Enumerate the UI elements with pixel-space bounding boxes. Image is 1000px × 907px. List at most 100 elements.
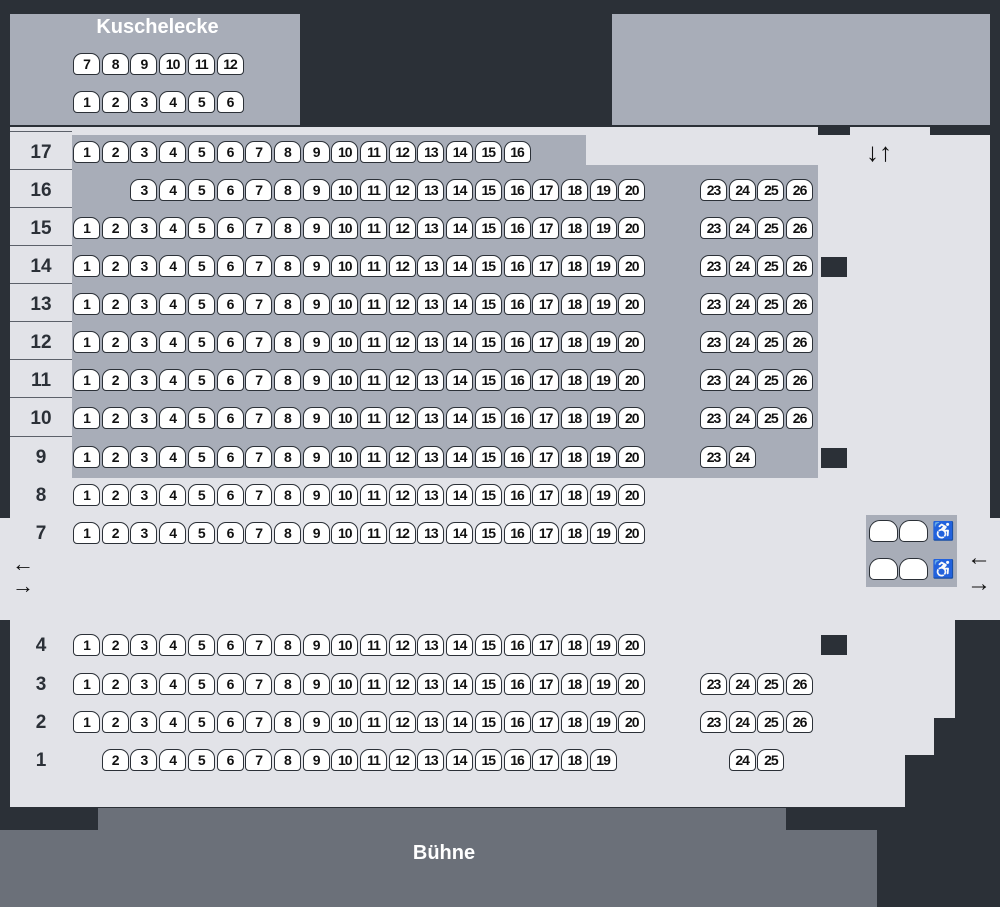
seat[interactable]: 6	[216, 369, 244, 391]
seat[interactable]: 12	[388, 217, 416, 239]
seat[interactable]: 25	[757, 369, 785, 391]
seat[interactable]: 6	[216, 91, 244, 113]
seat[interactable]: 12	[388, 634, 416, 656]
seat[interactable]: 8	[273, 673, 301, 695]
seat[interactable]: 17	[532, 293, 560, 315]
seat[interactable]: 13	[417, 179, 445, 201]
seat[interactable]: 26	[786, 673, 814, 695]
seat[interactable]: 18	[560, 484, 588, 506]
seat[interactable]: 20	[618, 407, 646, 429]
seat[interactable]: 20	[618, 634, 646, 656]
seat[interactable]: 7	[245, 179, 273, 201]
seat[interactable]: 20	[618, 179, 646, 201]
seat[interactable]: 15	[474, 711, 502, 733]
seat[interactable]: 1	[73, 369, 100, 391]
seat[interactable]: 14	[446, 484, 474, 506]
seat[interactable]: 11	[187, 53, 215, 75]
seat[interactable]: 14	[446, 255, 474, 277]
seat[interactable]: 5	[187, 711, 215, 733]
seat[interactable]: 5	[187, 91, 215, 113]
seat[interactable]: 23	[700, 293, 727, 315]
seat[interactable]: 6	[216, 522, 244, 544]
seat[interactable]: 26	[786, 407, 814, 429]
seat[interactable]: 13	[417, 369, 445, 391]
seat[interactable]: 16	[503, 634, 531, 656]
seat[interactable]: 1	[73, 293, 100, 315]
seat[interactable]: 7	[73, 53, 100, 75]
seat[interactable]: 19	[589, 369, 617, 391]
seat[interactable]: 11	[360, 255, 387, 277]
seat[interactable]: 18	[560, 711, 588, 733]
seat[interactable]: 12	[388, 255, 416, 277]
seat[interactable]: 18	[560, 634, 588, 656]
seat[interactable]: 2	[101, 484, 129, 506]
seat[interactable]: 1	[73, 634, 100, 656]
seat[interactable]: 10	[331, 141, 359, 163]
seat[interactable]: 1	[73, 331, 100, 353]
seat[interactable]: 7	[245, 293, 273, 315]
seat[interactable]: 14	[446, 522, 474, 544]
seat[interactable]: 9	[302, 179, 330, 201]
seat[interactable]: 1	[73, 484, 100, 506]
seat[interactable]: 4	[159, 369, 187, 391]
seat[interactable]: 20	[618, 331, 646, 353]
seat[interactable]: 1	[73, 255, 100, 277]
seat[interactable]: 3	[130, 331, 158, 353]
seat[interactable]: 4	[159, 293, 187, 315]
seat[interactable]: 9	[302, 141, 330, 163]
seat[interactable]: 6	[216, 484, 244, 506]
seat[interactable]: 23	[700, 446, 727, 468]
seat[interactable]: 15	[474, 446, 502, 468]
seat[interactable]: 19	[589, 634, 617, 656]
seat[interactable]: 11	[360, 407, 387, 429]
seat[interactable]: 4	[159, 91, 187, 113]
seat[interactable]: 9	[302, 446, 330, 468]
seat[interactable]: 23	[700, 179, 727, 201]
seat[interactable]: 12	[388, 141, 416, 163]
seat[interactable]: 23	[700, 407, 727, 429]
seat[interactable]: 1	[73, 446, 100, 468]
seat[interactable]: 4	[159, 446, 187, 468]
seat[interactable]: 1	[73, 673, 100, 695]
seat[interactable]: 18	[560, 255, 588, 277]
seat[interactable]: 15	[474, 673, 502, 695]
seat[interactable]: 12	[388, 522, 416, 544]
seat[interactable]: 12	[388, 179, 416, 201]
seat[interactable]: 17	[532, 331, 560, 353]
seat[interactable]: 19	[589, 255, 617, 277]
seat[interactable]: 12	[388, 331, 416, 353]
seat[interactable]: 12	[388, 749, 416, 771]
seat[interactable]: 8	[273, 634, 301, 656]
seat[interactable]: 4	[159, 407, 187, 429]
seat[interactable]: 8	[273, 369, 301, 391]
seat[interactable]: 15	[474, 522, 502, 544]
seat[interactable]: 12	[388, 446, 416, 468]
seat[interactable]: 9	[302, 749, 330, 771]
seat[interactable]: 8	[273, 141, 301, 163]
seat[interactable]: 15	[474, 484, 502, 506]
seat[interactable]: 7	[245, 484, 273, 506]
seat[interactable]: 8	[273, 217, 301, 239]
seat[interactable]: 24	[728, 369, 756, 391]
seat[interactable]: 2	[101, 711, 129, 733]
seat[interactable]: 19	[589, 331, 617, 353]
seat[interactable]: 13	[417, 522, 445, 544]
seat[interactable]: 18	[560, 407, 588, 429]
seat[interactable]: 14	[446, 407, 474, 429]
seat[interactable]: 14	[446, 749, 474, 771]
seat[interactable]: 15	[474, 369, 502, 391]
seat[interactable]: 26	[786, 711, 814, 733]
seat[interactable]: 10	[331, 711, 359, 733]
seat[interactable]: 5	[187, 749, 215, 771]
seat[interactable]: 10	[331, 217, 359, 239]
seat[interactable]: 7	[245, 141, 273, 163]
seat[interactable]: 7	[245, 522, 273, 544]
seat[interactable]: 11	[360, 217, 387, 239]
seat[interactable]: 24	[728, 673, 756, 695]
seat[interactable]: 20	[618, 446, 646, 468]
seat[interactable]: 12	[388, 293, 416, 315]
seat[interactable]: 9	[302, 522, 330, 544]
seat[interactable]: 3	[130, 407, 158, 429]
seat[interactable]: 17	[532, 522, 560, 544]
seat[interactable]: 9	[302, 484, 330, 506]
